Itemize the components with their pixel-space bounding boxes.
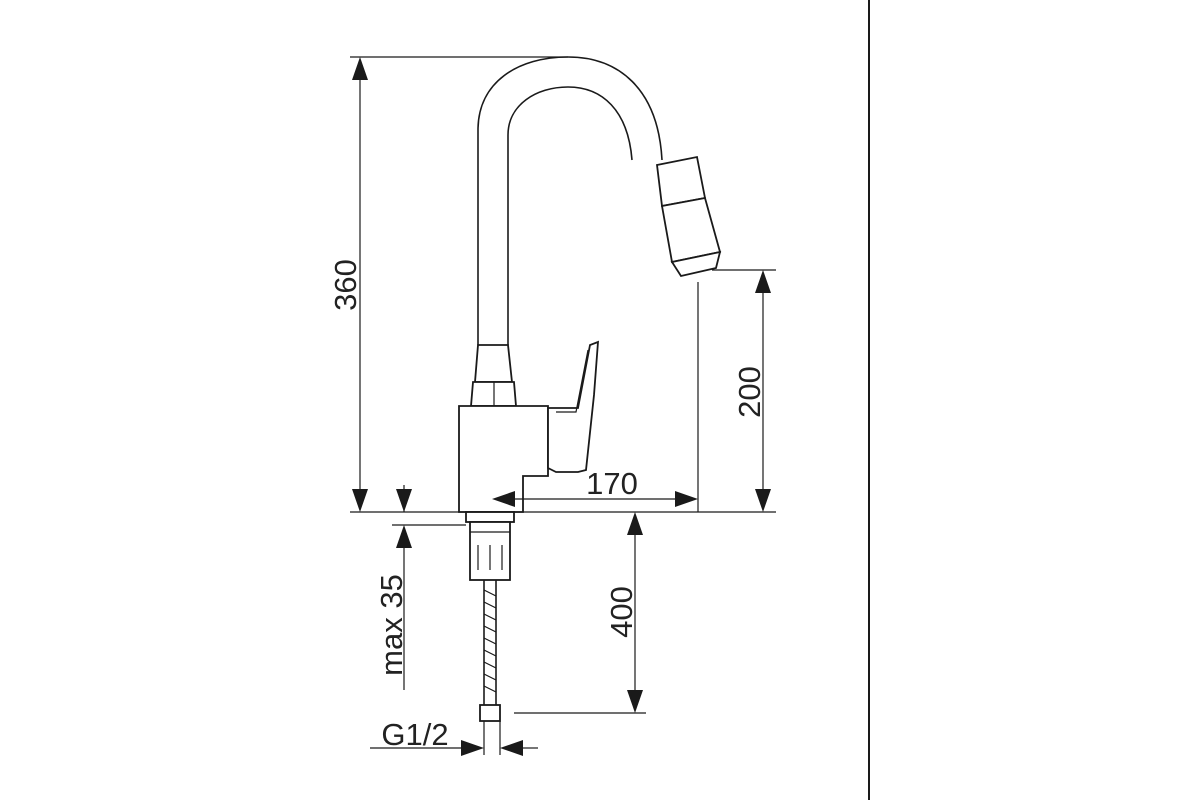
arrow-down	[352, 489, 368, 512]
base-flange	[465, 511, 515, 523]
arrow-right	[461, 740, 484, 756]
lever-handle	[547, 340, 600, 473]
arrow-down	[396, 489, 412, 512]
arrow-down	[627, 690, 643, 713]
spray-head-nozzle	[670, 250, 722, 278]
lever-handle-detail	[556, 349, 589, 413]
faucet-outline	[458, 56, 722, 722]
label-mount-thickness: max 35	[374, 574, 409, 676]
spray-head-lower	[660, 196, 722, 264]
dimension-lines	[350, 56, 776, 756]
label-total-height: 360	[328, 259, 363, 311]
arrow-up	[396, 525, 412, 548]
arrow-up	[627, 512, 643, 535]
arrow-left	[500, 740, 523, 756]
spout-collar	[474, 344, 514, 383]
arrow-down	[755, 489, 771, 512]
arrow-right	[675, 491, 698, 507]
supply-hose-braid	[483, 589, 497, 693]
spout-inner-curve	[507, 86, 633, 345]
hose-connector	[479, 704, 501, 722]
label-hose-length: 400	[604, 586, 639, 638]
label-thread-size: G1/2	[381, 717, 448, 752]
spout-outer-curve	[477, 56, 663, 345]
arrow-left	[492, 491, 515, 507]
label-spout-height: 200	[732, 366, 767, 418]
arrow-up	[755, 270, 771, 293]
arrow-up	[352, 57, 368, 80]
label-spout-reach: 170	[586, 466, 638, 501]
